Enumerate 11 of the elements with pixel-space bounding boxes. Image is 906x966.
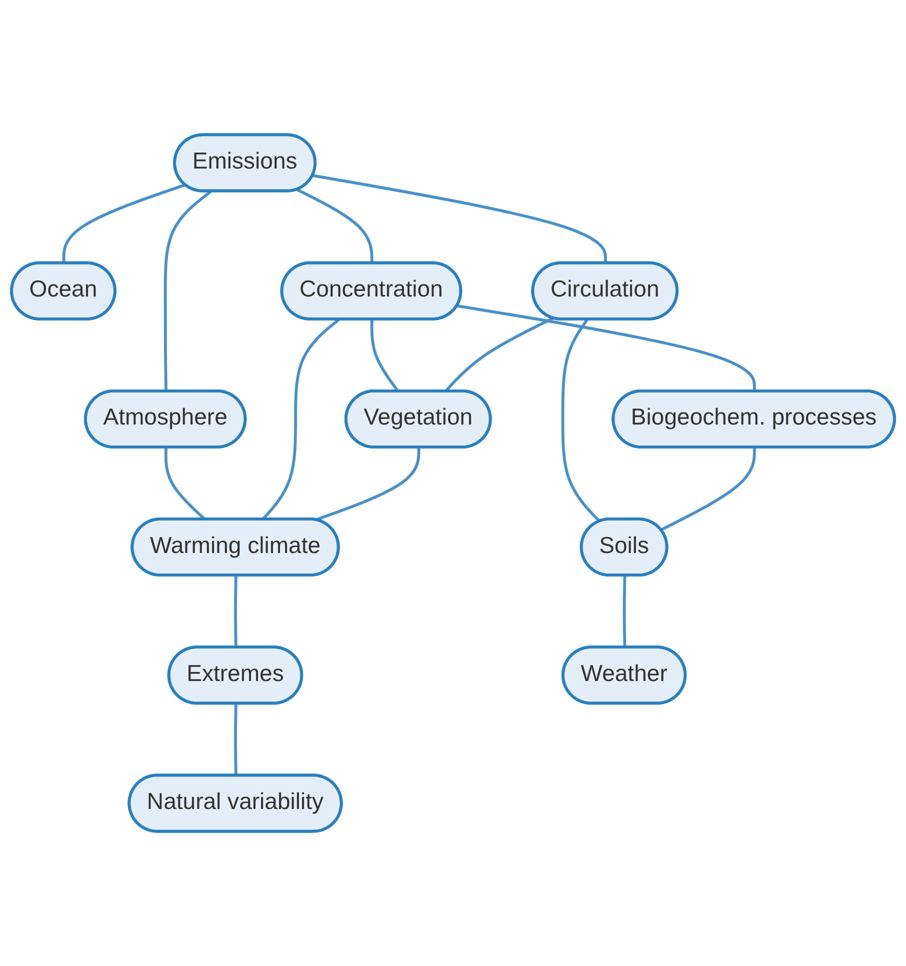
connector	[234, 704, 238, 776]
connector	[622, 576, 626, 648]
connector	[314, 448, 420, 522]
connector	[561, 318, 601, 523]
connector	[312, 174, 608, 264]
connector	[296, 188, 374, 264]
connector	[164, 190, 212, 392]
connector	[234, 576, 238, 648]
connector	[660, 448, 756, 532]
connector	[62, 183, 186, 264]
connector	[457, 304, 756, 392]
